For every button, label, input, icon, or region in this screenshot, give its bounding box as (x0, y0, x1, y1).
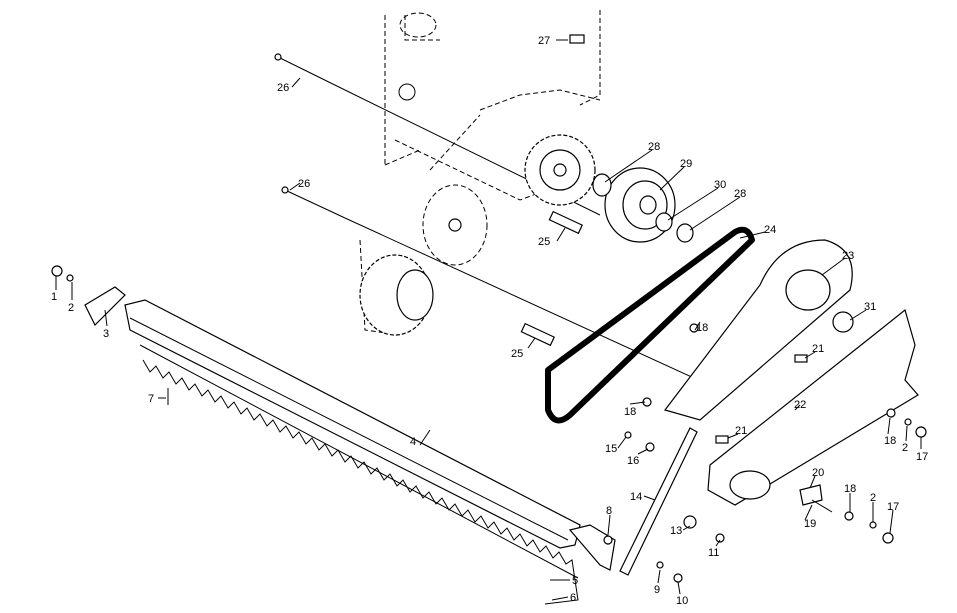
callout-24: 24 (764, 224, 776, 236)
callout-28b: 28 (734, 188, 746, 200)
guard-22 (707, 308, 919, 506)
washer-28b (676, 223, 694, 243)
callout-14: 14 (630, 491, 642, 503)
callout-22: 22 (794, 399, 806, 411)
ring-30 (655, 212, 673, 232)
callout-17: 17 (916, 451, 928, 463)
belt-guard-23 (663, 239, 853, 421)
callout-9: 9 (654, 584, 660, 596)
sprocket-middle (422, 184, 488, 266)
bracket-3 (84, 286, 126, 327)
ring-31 (832, 311, 854, 333)
callout-19: 19 (804, 518, 816, 530)
knife-bar-4 (124, 299, 581, 549)
callout-2: 2 (68, 302, 74, 314)
key-27 (569, 34, 585, 44)
callout-5: 5 (572, 575, 578, 587)
callout-26b: 26 (298, 178, 310, 190)
callout-4: 4 (410, 436, 416, 448)
callout-1: 1 (51, 291, 57, 303)
callout-23: 23 (842, 250, 854, 262)
callout-13: 13 (670, 525, 682, 537)
callout-10: 10 (676, 595, 688, 607)
spacer-25-lower (520, 322, 555, 347)
sickle-5-6 (139, 344, 579, 605)
hardware (51, 265, 927, 583)
callout-6: 6 (570, 592, 576, 604)
leader-lines (55, 39, 922, 601)
callout-25: 25 (538, 236, 550, 248)
callout-18: 18 (696, 322, 708, 334)
callout-25b: 25 (511, 348, 523, 360)
belt-24 (545, 226, 755, 424)
callout-18b: 18 (624, 406, 636, 418)
pitman-arm-14 (619, 427, 698, 576)
sprocket-upper (524, 134, 596, 206)
callout-21b: 21 (735, 425, 747, 437)
callout-labels: 27 26 28 29 30 28 26 24 25 23 1 2 3 31 1… (51, 35, 928, 607)
washer-28 (592, 173, 612, 197)
callout-11: 11 (708, 547, 719, 559)
callout-15: 15 (605, 443, 617, 455)
callout-31: 31 (864, 301, 876, 313)
callout-21: 21 (812, 343, 824, 355)
spacer-25-upper (548, 210, 583, 235)
callout-20: 20 (812, 467, 824, 479)
crank-head-8 (568, 524, 616, 571)
callout-18d: 18 (844, 483, 856, 495)
bolt-26-lower (281, 186, 721, 391)
callout-29: 29 (680, 158, 692, 170)
callout-28: 28 (648, 141, 660, 153)
callout-27: 27 (538, 35, 550, 47)
callout-2c: 2 (870, 492, 876, 504)
callout-30: 30 (714, 179, 726, 191)
callout-18c: 18 (884, 435, 896, 447)
callout-3: 3 (103, 328, 109, 340)
sprocket-lower (359, 254, 434, 336)
callout-16: 16 (627, 455, 639, 467)
callout-17b: 17 (887, 501, 899, 513)
callout-8: 8 (606, 505, 612, 517)
callout-26: 26 (277, 82, 289, 94)
callout-7: 7 (148, 393, 154, 405)
callout-2b: 2 (902, 442, 908, 454)
